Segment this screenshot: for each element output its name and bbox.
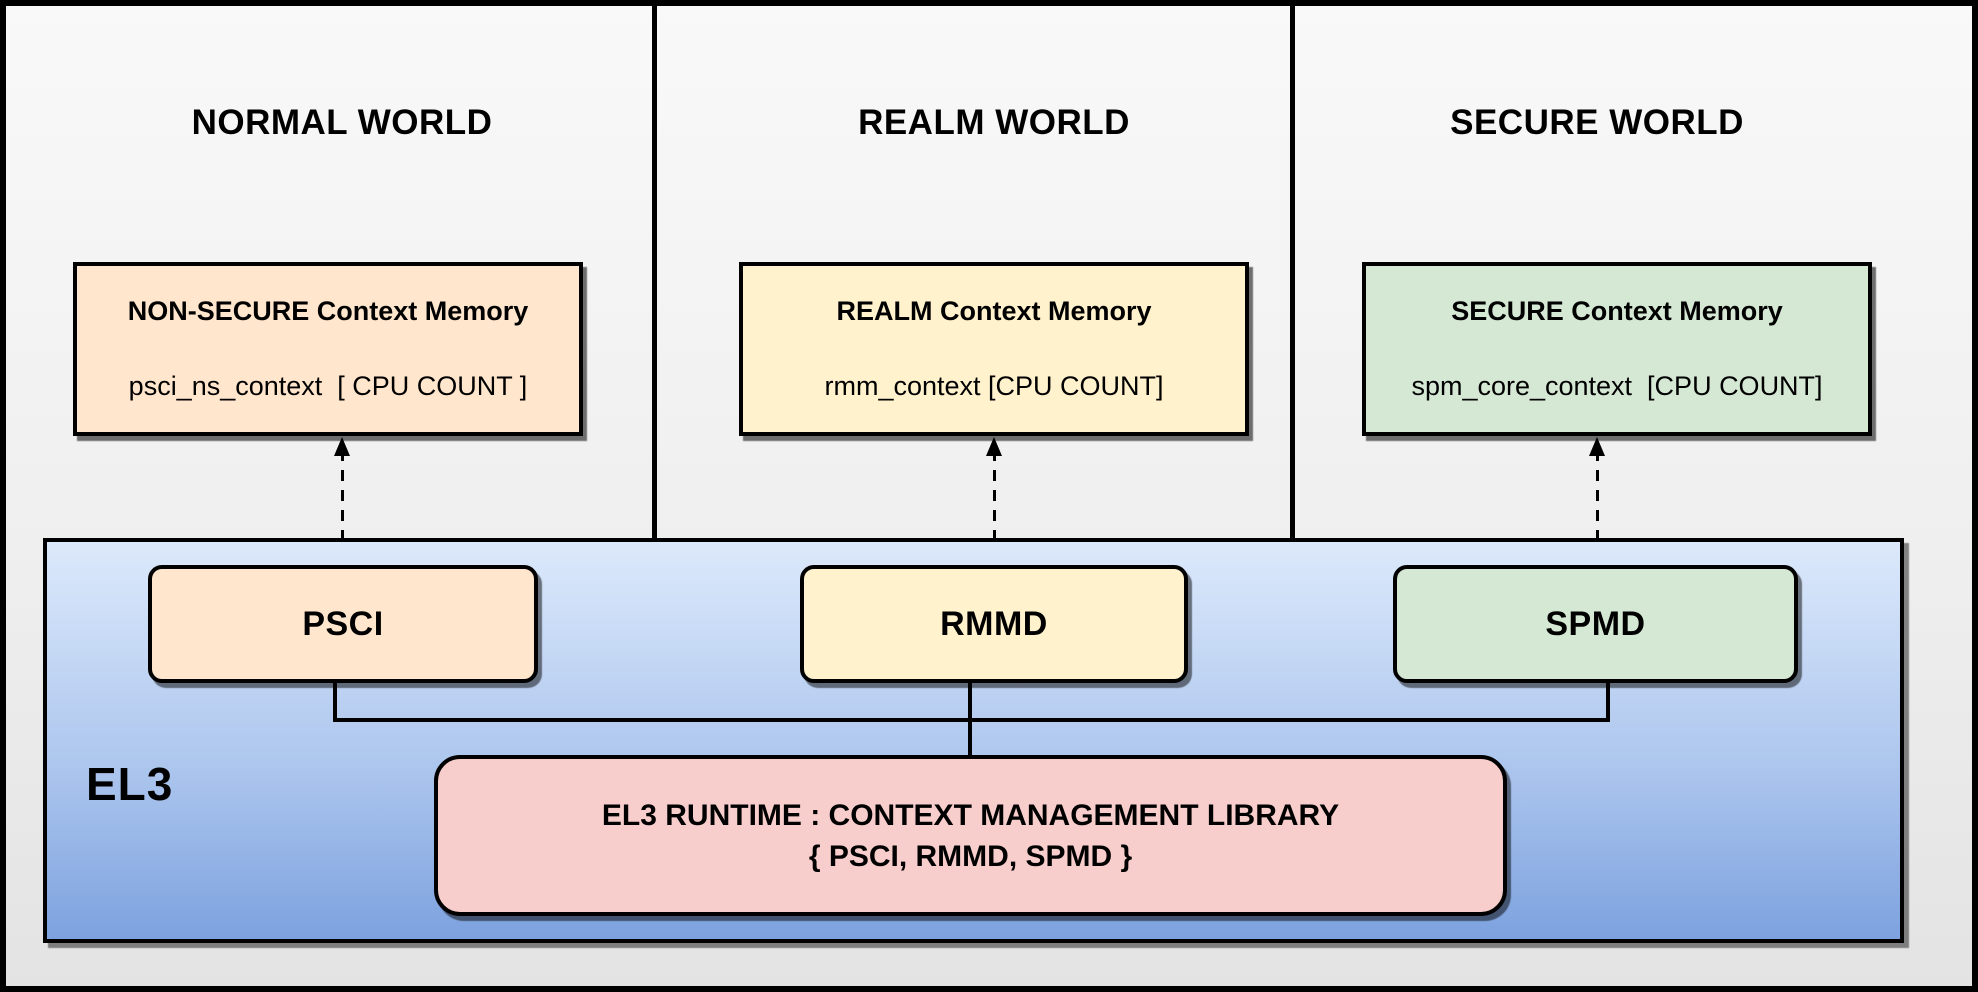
realm-context-memory-detail: rmm_context [CPU COUNT]	[824, 371, 1164, 401]
secure-context-memory-title: SECURE Context Memory	[1451, 296, 1783, 326]
secure-context-memory-detail: spm_core_context [CPU COUNT]	[1411, 371, 1823, 401]
arrow-up-icon	[1589, 437, 1605, 456]
rmmd-runtime-trunk-line	[968, 678, 972, 758]
secure-world-title: SECURE WORLD	[1450, 103, 1744, 142]
dashed-line	[340, 450, 344, 552]
el3-label: EL3	[86, 758, 174, 810]
non-secure-context-memory-detail: psci_ns_context [ CPU COUNT ]	[128, 371, 528, 401]
rmmd-module-label: RMMD	[940, 604, 1048, 643]
psci-module-box: PSCI	[148, 565, 538, 683]
non-secure-context-memory-box: NON-SECURE Context Memory psci_ns_contex…	[73, 262, 583, 436]
realm-world-title: REALM WORLD	[858, 103, 1130, 142]
arrow-up-icon	[334, 437, 350, 456]
realm-context-memory-title: REALM Context Memory	[836, 296, 1152, 326]
dashed-line	[992, 450, 996, 552]
el3-runtime-library-box: EL3 RUNTIME : CONTEXT MANAGEMENT LIBRARY…	[434, 755, 1507, 916]
normal-world-title: NORMAL WORLD	[191, 103, 493, 142]
dashed-line	[1595, 450, 1599, 552]
spmd-module-label: SPMD	[1545, 604, 1646, 643]
non-secure-context-memory-title: NON-SECURE Context Memory	[127, 296, 529, 326]
el3-runtime-library-line1: EL3 RUNTIME : CONTEXT MANAGEMENT LIBRARY	[601, 798, 1340, 832]
panel-divider-normal-realm	[652, 0, 657, 538]
rmmd-module-box: RMMD	[800, 565, 1188, 683]
psci-connector-line	[333, 680, 337, 722]
spmd-module-box: SPMD	[1393, 565, 1798, 683]
spmd-connector-line	[1606, 681, 1610, 722]
realm-context-memory-box: REALM Context Memory rmm_context [CPU CO…	[739, 262, 1249, 436]
arrow-up-icon	[986, 437, 1002, 456]
psci-module-label: PSCI	[302, 604, 384, 643]
el3-runtime-library-line2: { PSCI, RMMD, SPMD }	[808, 839, 1133, 873]
panel-divider-realm-secure	[1290, 0, 1295, 538]
secure-context-memory-box: SECURE Context Memory spm_core_context […	[1362, 262, 1872, 436]
